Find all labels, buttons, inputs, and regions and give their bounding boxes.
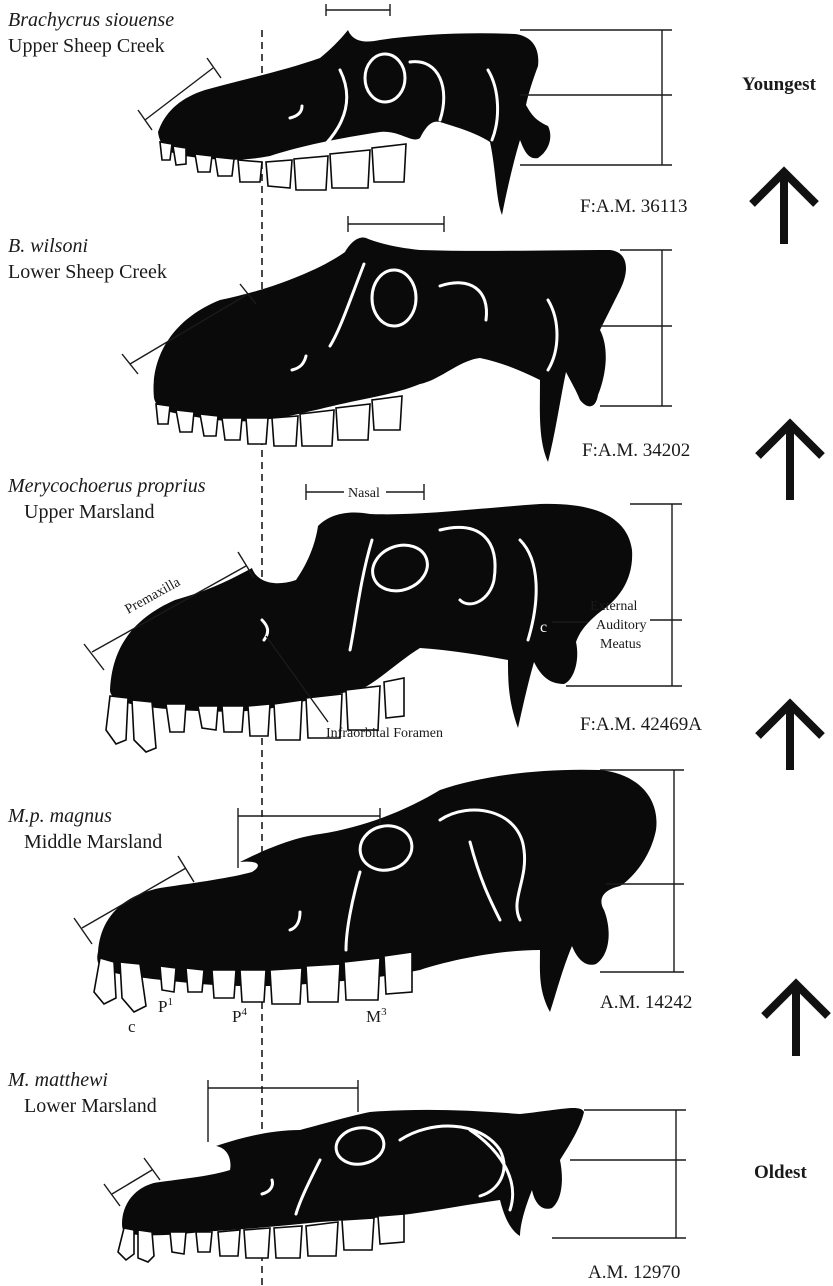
species-locality: Middle Marsland (24, 831, 162, 853)
ear-label-line2: Auditory (596, 618, 647, 633)
species-name: B. wilsoni (8, 235, 88, 257)
up-arrow-icon (752, 172, 816, 244)
specimen-number: F:A.M. 36113 (580, 196, 688, 217)
up-arrow-icon (764, 984, 828, 1056)
time-axis: Youngest Oldest (742, 74, 828, 1183)
species-locality: Lower Marsland (24, 1095, 157, 1117)
skull-silhouette (122, 1108, 584, 1236)
oldest-label: Oldest (754, 1162, 807, 1183)
infraorbital-label: Infraorbital Foramen (326, 726, 443, 741)
species-name: Brachycrus siouense (8, 9, 174, 31)
p4-label: P4 (232, 1006, 247, 1026)
specimen-number: A.M. 14242 (600, 992, 692, 1013)
specimen-number: F:A.M. 34202 (582, 440, 690, 461)
up-arrow-icon (758, 704, 822, 770)
species-locality: Lower Sheep Creek (8, 261, 167, 283)
skull-b-wilsoni: B. wilsoni Lower Sheep Creek F:A.M. 3420… (8, 216, 690, 462)
skull-brachycrus-siouense: Brachycrus siouense Upper Sheep Creek F:… (8, 4, 688, 217)
specimen-number: F:A.M. 42469A (580, 714, 702, 735)
species-locality: Upper Sheep Creek (8, 35, 165, 57)
ear-opening-mark: c (540, 619, 547, 636)
youngest-label: Youngest (742, 74, 817, 95)
skull-merycochoerus-proprius: Merycochoerus proprius Upper Marsland c … (7, 475, 702, 752)
m3-label: M3 (366, 1006, 387, 1026)
species-name: M.p. magnus (7, 805, 112, 827)
skull-m-matthewi: M. matthewi Lower Marsland A.M. 12970 (7, 1069, 686, 1283)
species-name: M. matthewi (7, 1069, 108, 1091)
skull-mp-magnus: M.p. magnus Middle Marsland c P1 (7, 770, 692, 1036)
specimen-number: A.M. 12970 (588, 1262, 680, 1283)
ear-label-line3: Meatus (600, 637, 641, 652)
up-arrow-icon (758, 424, 822, 500)
nasal-label: Nasal (348, 486, 380, 501)
canine-label: c (128, 1017, 136, 1036)
species-name: Merycochoerus proprius (7, 475, 206, 497)
ear-label-line1: External (590, 599, 638, 614)
species-locality: Upper Marsland (24, 501, 155, 523)
p1-label: P1 (158, 996, 173, 1016)
